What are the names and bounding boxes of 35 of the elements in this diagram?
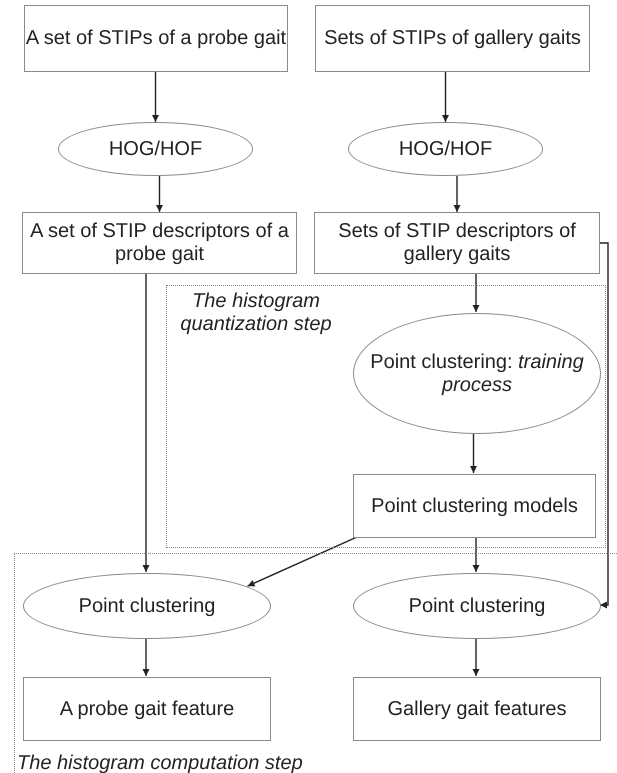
arrow (152, 72, 159, 122)
node-text: Gallery gait features (388, 698, 566, 720)
group-heading: The histogram computation step (17, 752, 303, 773)
process-box (315, 5, 590, 72)
node-text: A probe gait feature (60, 698, 234, 720)
node-text: HOG/HOF (108, 138, 202, 160)
group-heading: The histogram quantization step (179, 290, 333, 336)
process-box (314, 212, 600, 274)
arrow (472, 638, 480, 676)
process-box (22, 212, 297, 274)
arrow (454, 176, 460, 212)
node-text: Point clustering: training process (369, 350, 585, 396)
arrow (472, 274, 480, 312)
step-group (14, 553, 617, 773)
arrow (247, 536, 358, 587)
node-text: Point clustering (78, 594, 216, 618)
process-box (23, 677, 271, 741)
node-text: Sets of STIPs of gallery gaits (324, 27, 581, 50)
process-box (353, 677, 601, 741)
process-box (24, 5, 288, 72)
arrow (142, 638, 150, 676)
process-box (353, 474, 596, 538)
arrow (600, 242, 609, 608)
arrow (142, 274, 150, 572)
arrow (442, 72, 449, 122)
step-group (166, 285, 606, 548)
node-text: A set of STIP descriptors of a probe gait (29, 220, 290, 266)
node-text: Point clustering (408, 594, 546, 618)
node-text: HOG/HOF (398, 138, 492, 160)
arrow (470, 433, 477, 473)
arrow (472, 537, 480, 572)
node-text: A set of STIPs of a probe gait (26, 27, 286, 50)
arrow (156, 176, 163, 212)
node-text: Point clustering models (371, 494, 578, 518)
node-text: Sets of STIP descriptors of gallery gaits (337, 220, 577, 266)
